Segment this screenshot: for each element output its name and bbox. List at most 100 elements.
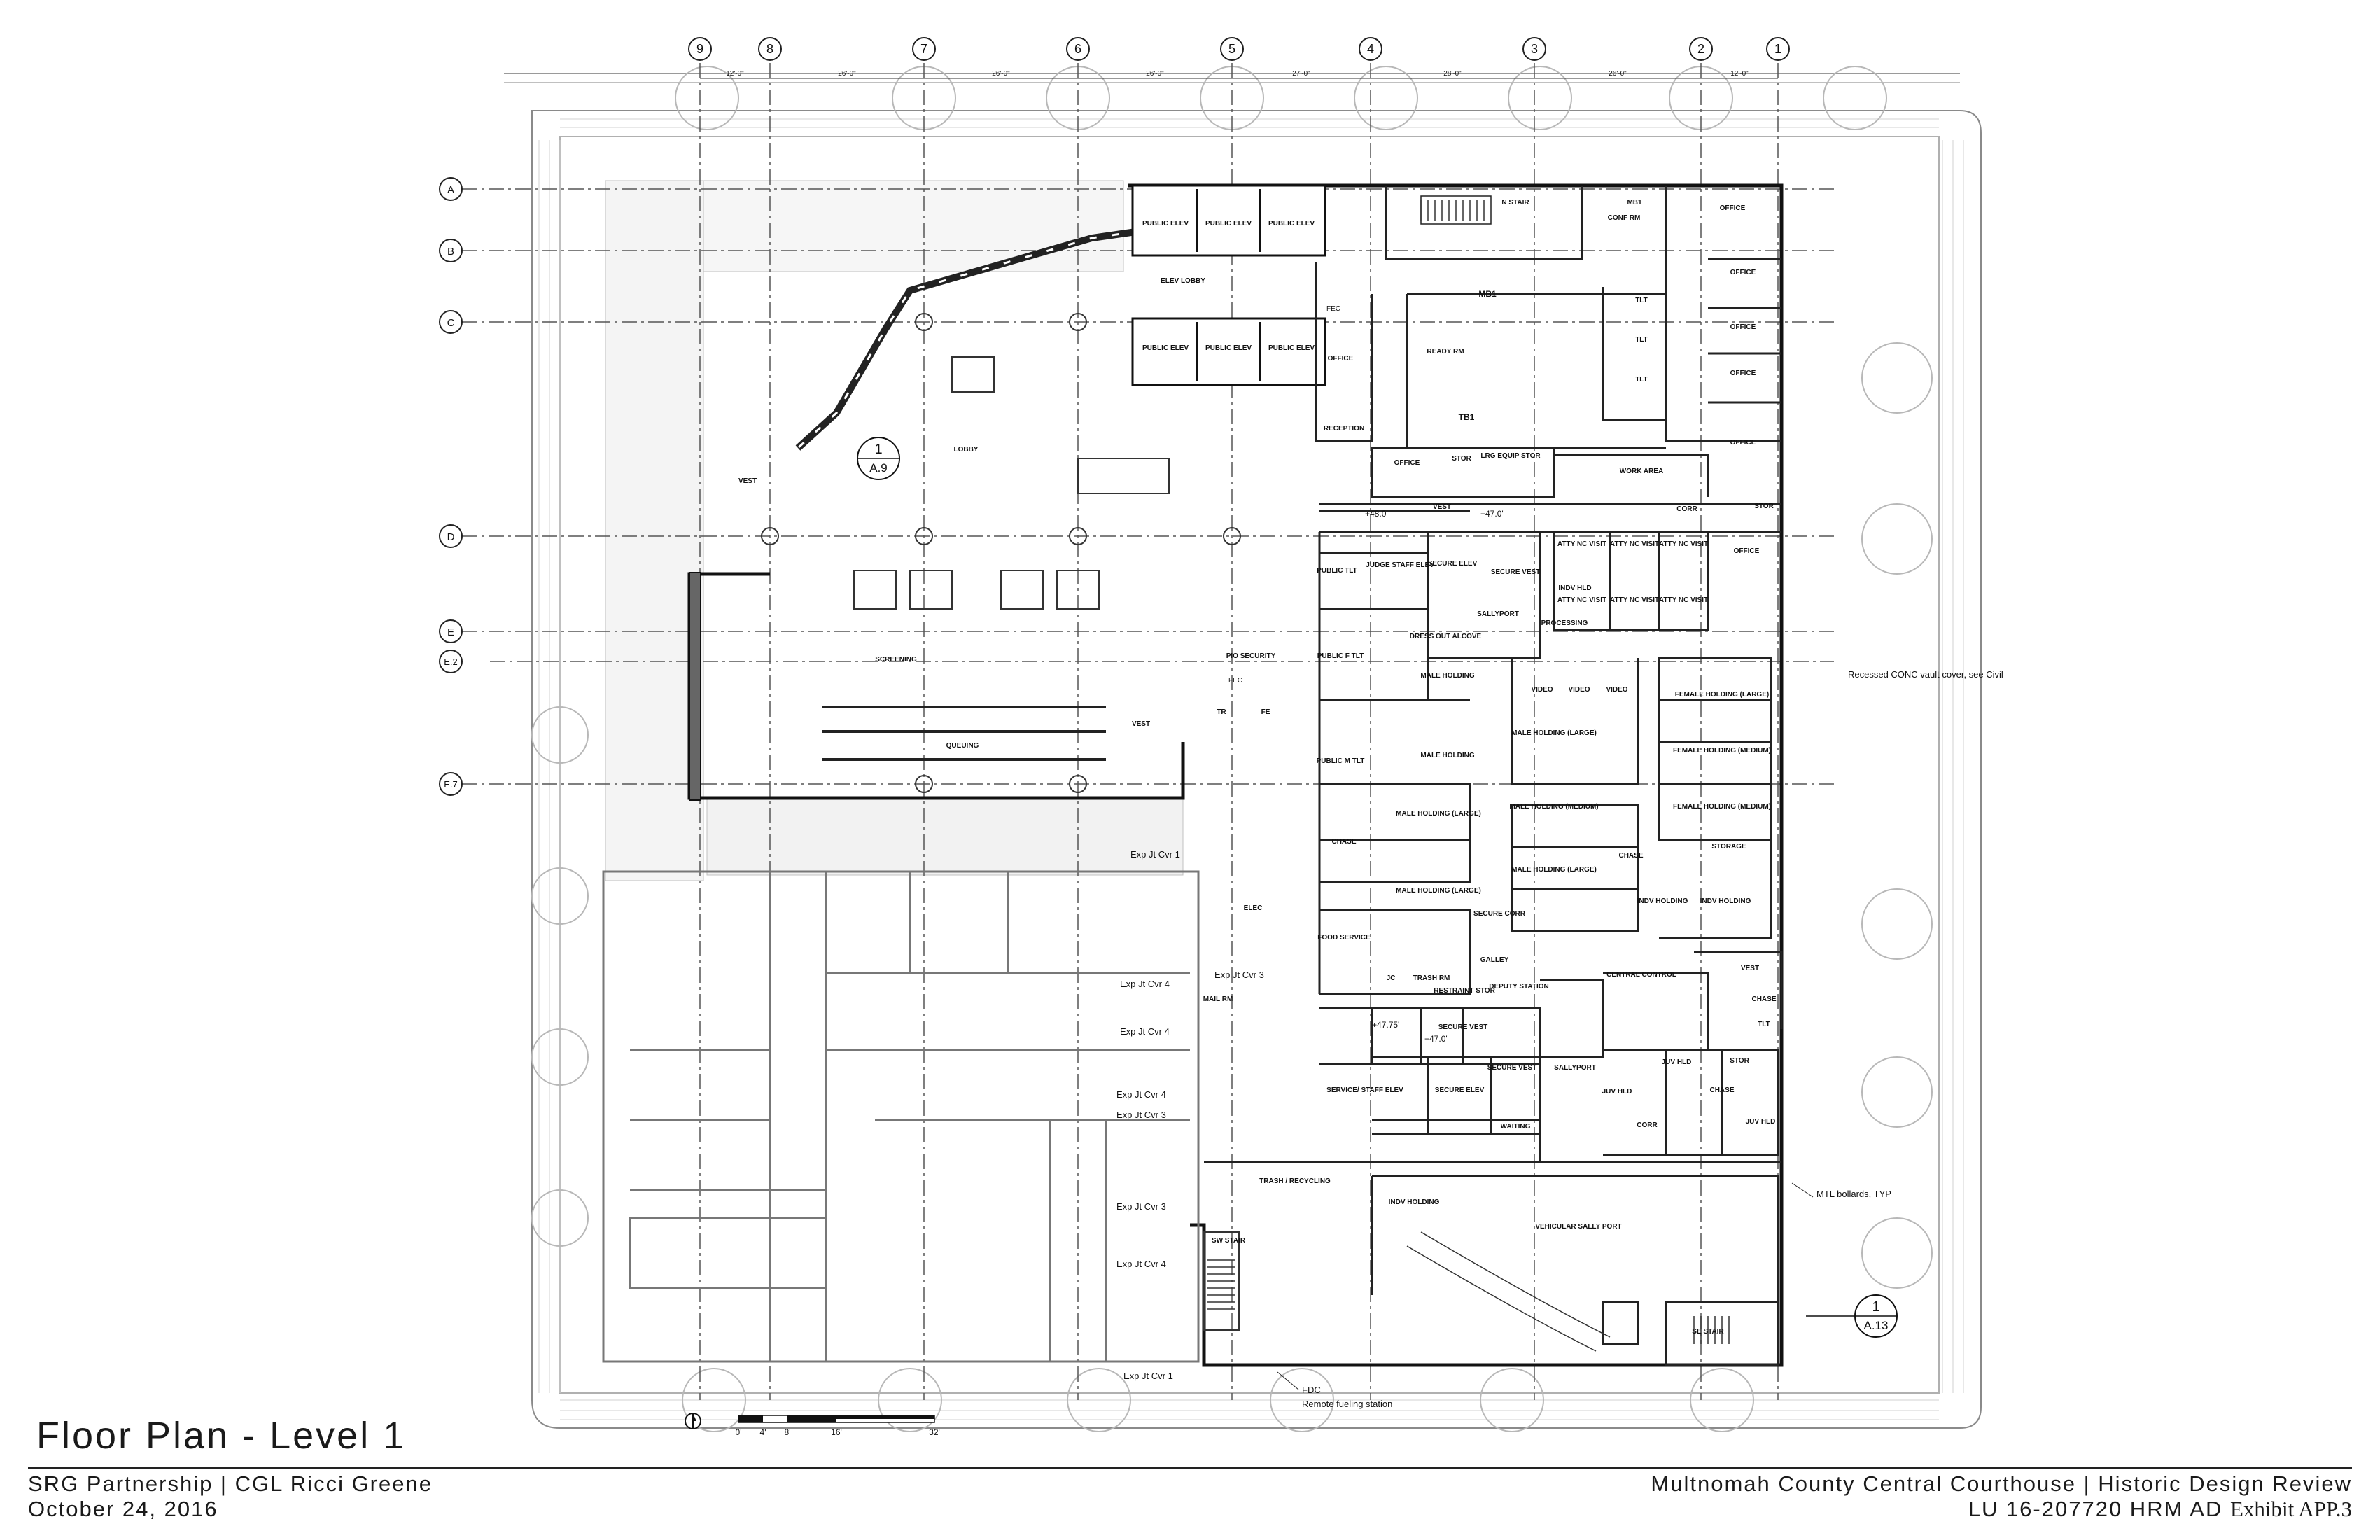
section-tag-number: 1 <box>874 442 882 457</box>
street-trees <box>531 66 1933 1432</box>
room-label: JUDGE STAFF ELEV <box>1366 561 1434 569</box>
room-label: INDV HOLDING <box>1389 1198 1440 1206</box>
dimension-label: 12'-0" <box>1730 70 1749 78</box>
room-label: VIDEO <box>1568 686 1590 694</box>
room-label: SALLYPORT <box>1554 1064 1596 1072</box>
room-label: OFFICE <box>1328 355 1354 363</box>
room-label: SECURE VEST <box>1438 1023 1488 1031</box>
case-number: LU 16-207720 HRM AD <box>1968 1497 2223 1521</box>
room-label: QUEUING <box>946 742 979 750</box>
room-label: CHASE <box>1618 852 1643 860</box>
exp-jt-label: Exp Jt Cvr 4 <box>1116 1089 1166 1100</box>
scale-label: 32' <box>929 1427 940 1437</box>
room-label: STORAGE <box>1712 843 1746 850</box>
room-label: SECURE VEST <box>1488 1064 1537 1072</box>
room-label: OFFICE <box>1394 459 1420 467</box>
room-label: OFFICE <box>1720 204 1746 212</box>
room-label: MALE HOLDING (LARGE) <box>1511 866 1597 874</box>
room-label: SECURE ELEV <box>1428 560 1478 568</box>
elevation-label: +47.0' <box>1424 1034 1448 1044</box>
room-label: SECURE VEST <box>1491 568 1541 576</box>
room-label: INDV HLD <box>1558 584 1591 592</box>
queuing-stanchions <box>822 706 1106 761</box>
room-label: VEST <box>1433 503 1451 511</box>
column-bubble-labels: 9 8 7 6 5 4 3 2 1 <box>696 42 1782 56</box>
note-fec: FEC <box>1326 305 1340 313</box>
exp-jt-label: Exp Jt Cvr 4 <box>1116 1259 1166 1269</box>
dimension-label: 28'-0" <box>1443 70 1462 78</box>
section-tag-sheet: A.13 <box>1864 1319 1889 1332</box>
room-label: JC <box>1387 974 1396 982</box>
exp-jt-label: Exp Jt Cvr 1 <box>1130 849 1180 860</box>
public-elevators <box>1131 184 1326 386</box>
room-label: TRASH / RECYCLING <box>1259 1177 1331 1185</box>
grid-col-label: 6 <box>1074 42 1082 56</box>
room-label: LRG EQUIP STOR <box>1480 452 1541 460</box>
room-label: ATTY NC VISIT <box>1558 540 1606 548</box>
grid-row-label: D <box>447 531 455 543</box>
callouts: Recessed CONC vault cover, see Civil MTL… <box>1228 305 2003 1409</box>
interior-walls-south <box>1204 972 1782 1366</box>
existing-building-walls <box>602 870 1200 1363</box>
grid-col-label: 1 <box>1774 42 1782 56</box>
scale-label: 8' <box>785 1427 791 1437</box>
interior-walls-core <box>1318 531 1783 1029</box>
scale-label: 4' <box>760 1427 766 1437</box>
room-label: RESTRAINT STOR <box>1434 987 1495 995</box>
project-name: Multnomah County Central Courthouse | Hi… <box>1651 1471 2352 1496</box>
screening-equipment <box>853 356 1170 610</box>
room-label: FEMALE HOLDING (MEDIUM) <box>1673 803 1771 811</box>
room-label: CENTRAL CONTROL <box>1606 971 1676 979</box>
room-label: PUBLIC ELEV <box>1142 344 1189 352</box>
room-label: JUV HLD <box>1746 1118 1776 1126</box>
room-label: CONF RM <box>1608 214 1641 222</box>
room-label: ELEC <box>1244 904 1263 912</box>
room-label: TRASH RM <box>1413 974 1450 982</box>
section-tag-number: 1 <box>1872 1299 1879 1315</box>
case-line: LU 16-207720 HRM AD Exhibit APP.3 <box>1651 1497 2352 1522</box>
room-label: N STAIR <box>1502 199 1530 206</box>
plaza-paving <box>605 180 1184 881</box>
row-bubbles <box>439 177 463 796</box>
scale-label: 0' <box>736 1427 742 1437</box>
exp-jt-label: Exp Jt Cvr 1 <box>1124 1371 1173 1381</box>
room-label: SECURE CORR <box>1474 910 1526 918</box>
graphic-scale-bar: 0' 4' 8' 16' 32' <box>736 1415 940 1437</box>
room-label: ATTY NC VISIT <box>1659 596 1708 604</box>
dimension-label: 26'-0" <box>1146 70 1164 78</box>
room-label: VEST <box>1132 720 1150 728</box>
room-label: ATTY NC VISIT <box>1610 540 1659 548</box>
exp-jt-label: Exp Jt Cvr 3 <box>1116 1110 1166 1120</box>
room-label: VEHICULAR SALLY PORT <box>1535 1223 1621 1231</box>
room-label: OFFICE <box>1730 439 1756 447</box>
dimension-label: 26'-0" <box>992 70 1010 78</box>
room-label: SCREENING <box>875 656 917 664</box>
stairs <box>1203 200 1730 1344</box>
grid-col-label: 2 <box>1698 42 1704 56</box>
dimension-label: 26'-0" <box>838 70 856 78</box>
room-label: PUBLIC M TLT <box>1317 757 1365 765</box>
exp-jt-label: Exp Jt Cvr 3 <box>1116 1201 1166 1212</box>
grid-row-label: E.2 <box>444 657 458 667</box>
room-label: MALE HOLDING <box>1420 752 1474 760</box>
room-label: SECURE ELEV <box>1435 1086 1485 1094</box>
grid-col-label: 8 <box>766 42 774 56</box>
room-label: VIDEO <box>1606 686 1628 694</box>
room-label: CORR <box>1637 1121 1658 1129</box>
room-label: GALLEY <box>1480 956 1509 964</box>
dimension-string: 12'-0" 26'-0" 26'-0" 26'-0" 27'-0" 28'-0… <box>700 70 1778 79</box>
grid-col-label: 3 <box>1531 42 1538 56</box>
row-bubble-labels: A B C D E E.2 E.7 <box>444 184 458 790</box>
elevation-marks: +47.0' +48.0' +47.75' +47.0' <box>1365 509 1504 1044</box>
exp-jt-label: Exp Jt Cvr 4 <box>1120 1026 1170 1037</box>
dimension-label: 26'-0" <box>1609 70 1627 78</box>
room-label: FEMALE HOLDING (LARGE) <box>1675 691 1769 699</box>
title-block-rule <box>28 1466 2352 1469</box>
room-label: TR <box>1217 708 1226 716</box>
elevation-label: +48.0' <box>1365 509 1388 519</box>
room-label: LOBBY <box>954 446 979 454</box>
room-label: FOOD SERVICE <box>1317 934 1371 941</box>
elevation-label: +47.0' <box>1480 509 1504 519</box>
vehicle-turn-path <box>1406 1231 1611 1352</box>
room-label: FEMALE HOLDING (MEDIUM) <box>1673 747 1771 755</box>
